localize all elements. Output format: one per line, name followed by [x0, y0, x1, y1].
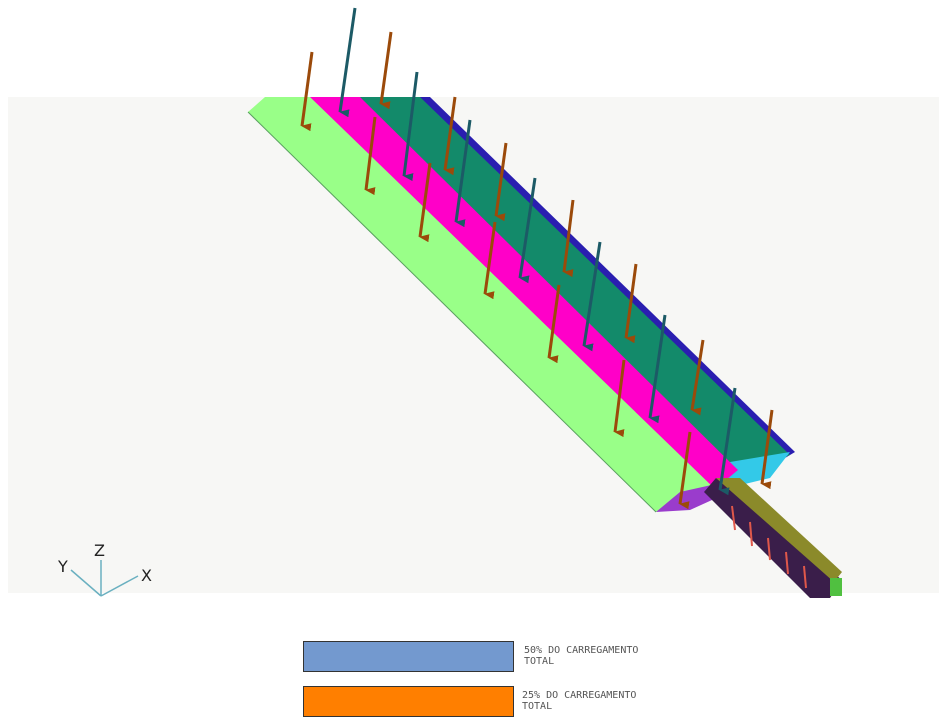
fuselage-frame	[731, 505, 736, 531]
y-axis-label: Y	[57, 557, 68, 576]
spar-band	[308, 97, 738, 490]
load-arrow	[547, 284, 561, 364]
y-axis-line	[70, 569, 102, 597]
leading-edge-line	[247, 111, 657, 513]
load-arrow	[494, 142, 508, 222]
load-arrow	[648, 314, 667, 424]
load-arrow	[454, 119, 472, 228]
x-axis-label: X	[141, 566, 152, 585]
load-arrow	[443, 96, 457, 176]
load-arrow	[338, 7, 357, 118]
load-arrow	[402, 71, 419, 182]
fuselage-frame	[749, 521, 753, 547]
load-arrow	[418, 162, 432, 243]
load-arrow	[364, 116, 377, 196]
load-arrow	[379, 31, 393, 110]
load-arrow	[613, 359, 626, 438]
legend-swatch-50	[303, 641, 514, 672]
fuselage-top	[716, 478, 842, 582]
load-arrow	[483, 221, 497, 300]
load-arrow	[624, 263, 638, 344]
load-arrow	[562, 199, 575, 278]
load-arrow	[582, 241, 602, 352]
load-arrow	[690, 339, 705, 416]
z-axis-label: Z	[94, 541, 105, 560]
axis-triad: Z X Y	[57, 541, 152, 597]
load-arrow	[718, 387, 737, 496]
load-arrows-50	[338, 7, 737, 496]
fuselage-side	[704, 478, 842, 598]
fuselage-frame	[785, 551, 789, 575]
upper-skin-panel	[355, 97, 790, 478]
fuselage-frame	[767, 537, 771, 561]
root-cap	[656, 484, 716, 512]
fuselage-end-cap	[830, 578, 842, 596]
leading-edge-panel	[248, 97, 716, 512]
load-arrow	[760, 409, 774, 490]
load-arrow	[300, 51, 314, 132]
load-arrow	[678, 431, 692, 510]
x-axis-line	[100, 575, 139, 597]
legend-swatch-25	[303, 686, 514, 717]
fuselage-box	[704, 478, 842, 598]
fuselage-frame	[803, 565, 807, 589]
load-arrows-25	[300, 31, 774, 510]
load-arrow	[518, 177, 537, 284]
